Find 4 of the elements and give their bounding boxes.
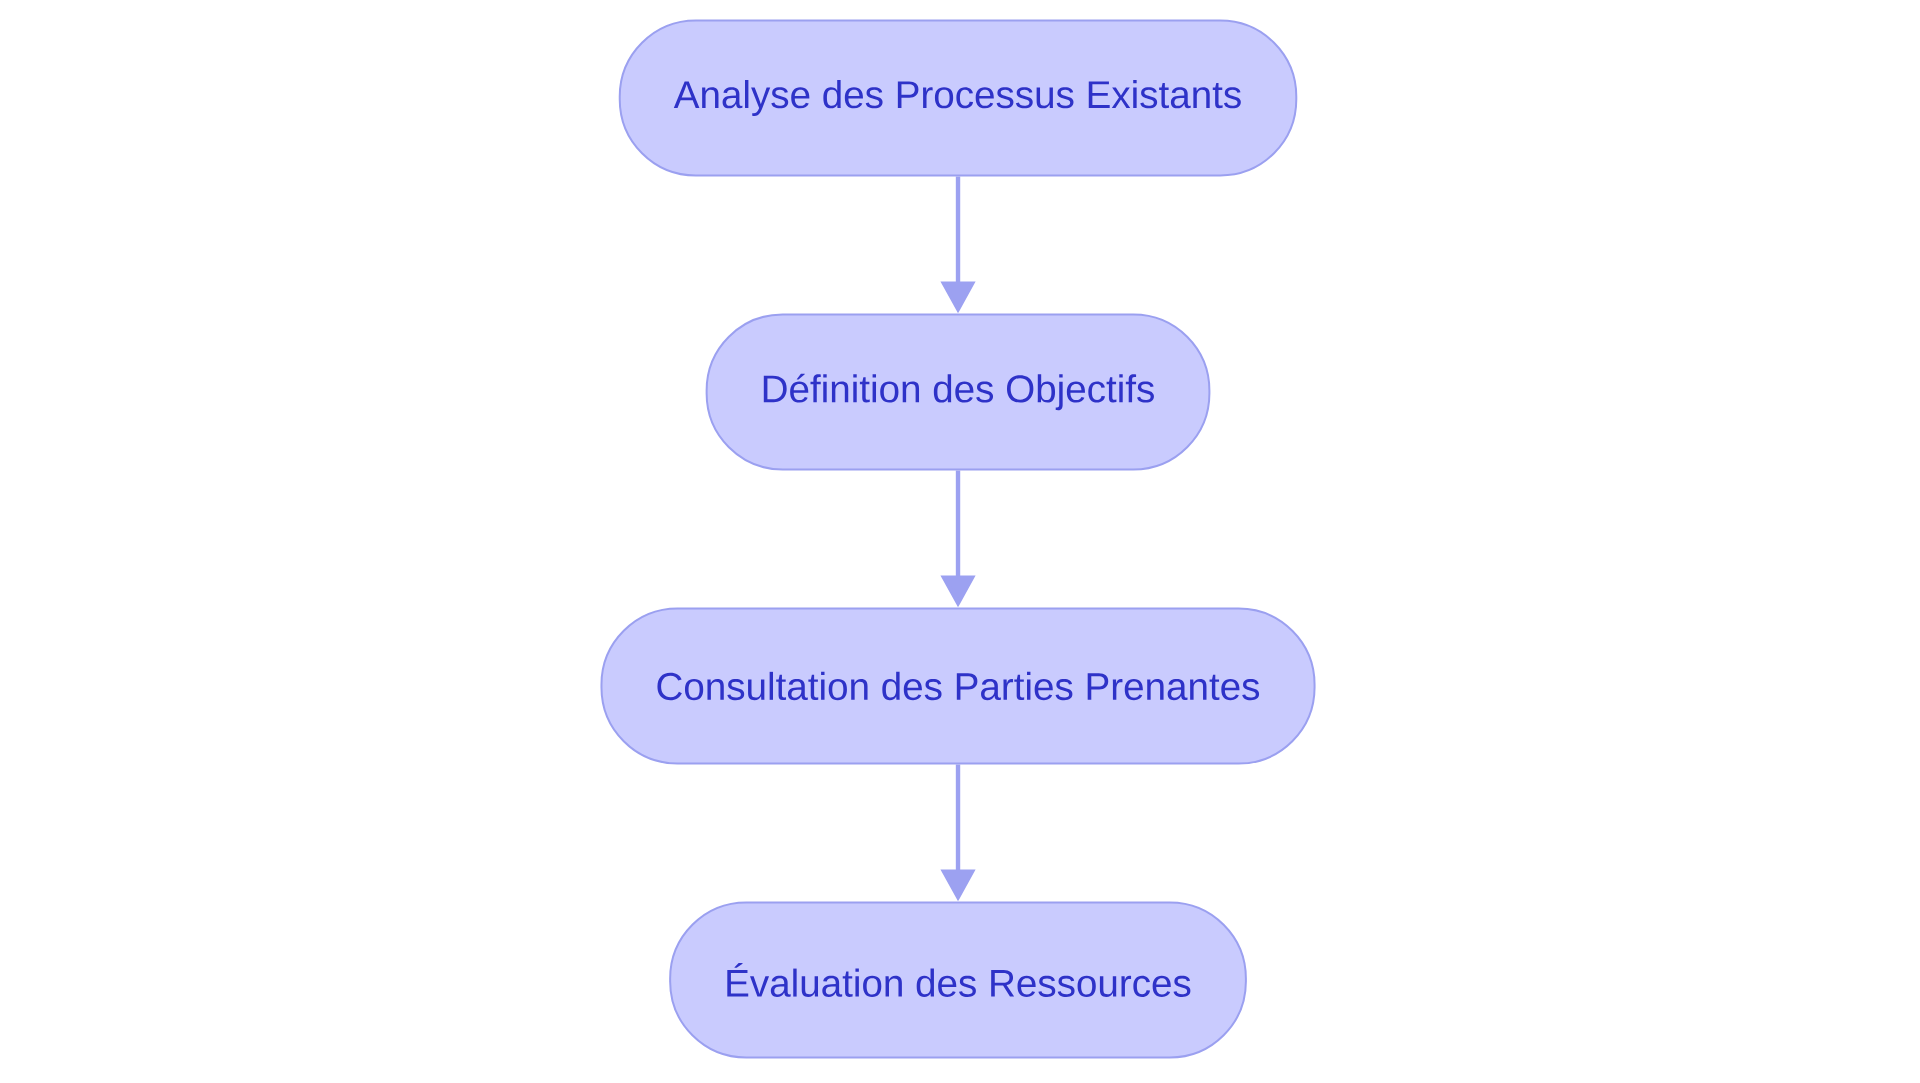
process-box: Définition des Objectifs: [705, 313, 1211, 471]
process-box: Consultation des Parties Prenantes: [600, 607, 1316, 765]
process-box: Analyse des Processus Existants: [618, 19, 1298, 177]
process-box: Évaluation des Ressources: [669, 901, 1247, 1059]
